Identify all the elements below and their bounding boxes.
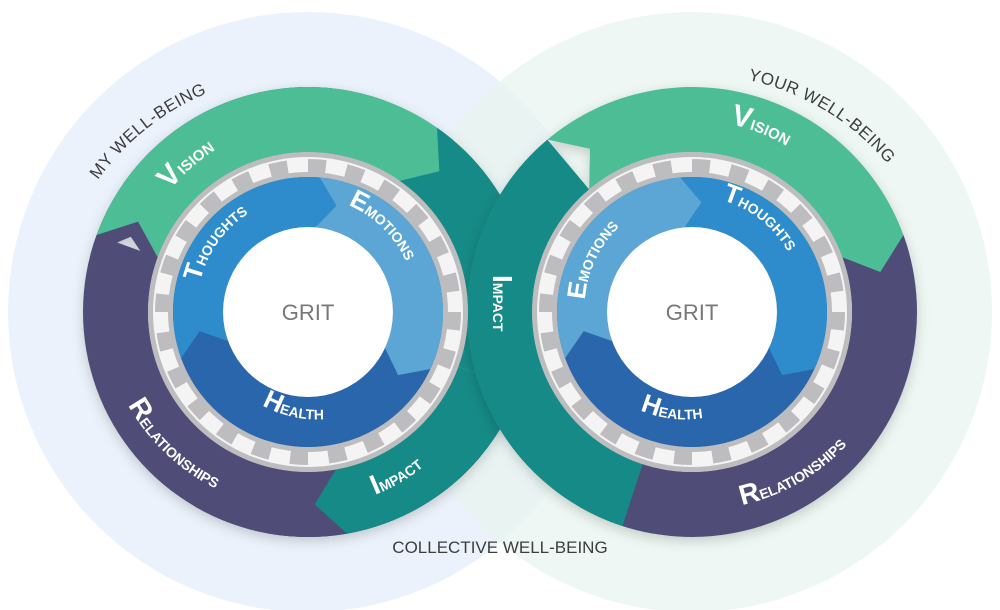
right-gear-tooth [571, 396, 595, 421]
right-gear-tooth [828, 312, 845, 331]
right-health-segment [565, 341, 819, 448]
left-gear-tooth [418, 381, 441, 405]
bridge-impact-label: IMPACT [487, 275, 518, 332]
left-gear-tooth [289, 448, 308, 465]
right-outer-ring [466, 87, 917, 538]
right-impact-arrow [467, 221, 643, 526]
right-emotions-segment [556, 177, 702, 359]
left-gear-tooth [308, 159, 327, 176]
left-relationships-fill [202, 453, 355, 537]
right-grit-circle [607, 227, 777, 397]
left-gear-tooth [377, 179, 401, 202]
left-grit-label: GRIT [282, 300, 335, 325]
right-gear-tooth [559, 219, 582, 243]
right-inner-cycle [532, 152, 852, 472]
right-gear-tooth [673, 448, 692, 465]
right-thoughts-segment [680, 177, 827, 376]
left-health-segment [181, 341, 435, 447]
right-gear-tooth [692, 159, 711, 176]
right-gear-tooth [539, 293, 556, 312]
left-gear-tooth [199, 191, 224, 215]
right-gear-tooth [802, 381, 825, 405]
left-gear-tooth [444, 312, 461, 331]
left-gear-tooth [215, 422, 239, 445]
left-gear-tooth [175, 219, 198, 243]
right-gear-tooth [599, 422, 623, 445]
right-gear-tooth [583, 191, 608, 215]
right-gear-tooth [789, 203, 813, 228]
right-gear-tooth [761, 179, 785, 202]
left-gear-tooth [392, 409, 417, 433]
left-vision-segment [96, 87, 453, 258]
right-gear-tooth [776, 409, 801, 433]
left-gear-tooth [405, 203, 429, 228]
right-vision-segment [547, 87, 910, 289]
left-gear-tooth [187, 396, 211, 421]
right-relationships-segment [579, 235, 917, 538]
left-impact-arrow [314, 387, 507, 534]
collective-well-being-label: COLLECTIVE WELL-BEING [392, 538, 607, 557]
left-grit-circle [223, 227, 393, 397]
left-emotions-segment [315, 177, 443, 376]
left-inner-cycle [148, 152, 468, 472]
left-outer-ring [83, 86, 533, 537]
left-thoughts-segment [172, 176, 337, 359]
right-grit-label: GRIT [666, 300, 719, 325]
left-gear-tooth [155, 293, 172, 312]
